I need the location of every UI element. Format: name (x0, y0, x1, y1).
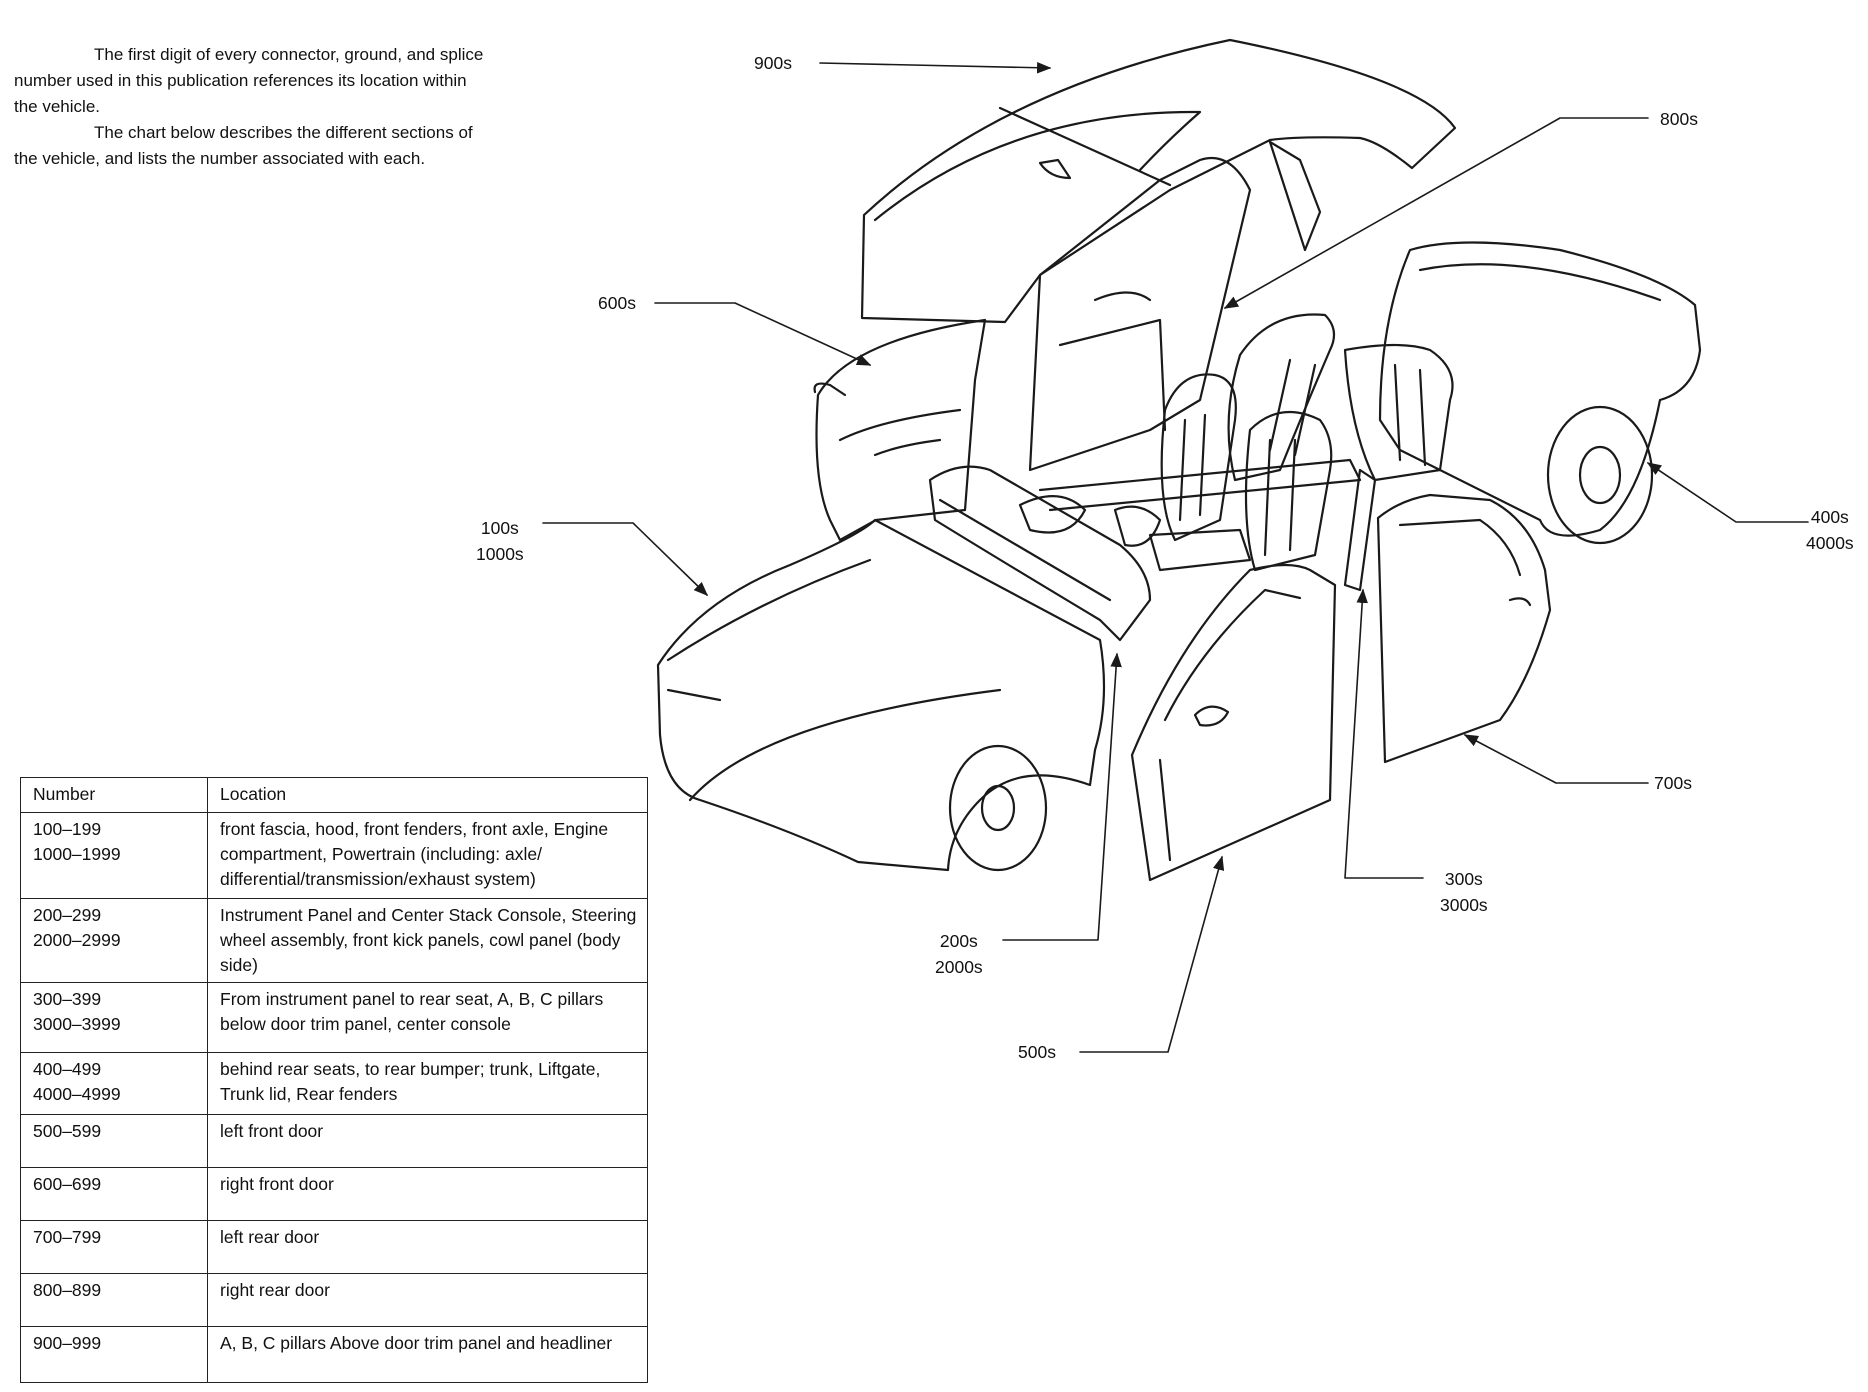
row-number: 500–599 (20, 1114, 208, 1168)
leader-600 (654, 302, 872, 366)
intro-paragraph-1: The first digit of every connector, grou… (14, 45, 484, 116)
row-number: 300–399 3000–3999 (20, 982, 208, 1053)
row-location: From instrument panel to rear seat, A, B… (207, 982, 648, 1053)
table-row: 900–999 A, B, C pillars Above door trim … (20, 1326, 648, 1383)
row-location: Instrument Panel and Center Stack Consol… (207, 898, 648, 983)
leader-200 (1002, 652, 1122, 941)
rear-seats (1227, 313, 1454, 482)
leader-500 (1079, 855, 1225, 1053)
table-row: 800–899 right rear door (20, 1273, 648, 1327)
callout-800s: 800s (1660, 109, 1698, 129)
row-location: behind rear seats, to rear bumper; trunk… (207, 1052, 648, 1115)
intro-text: The first digit of every connector, grou… (14, 42, 484, 172)
callout-300s: 300s 3000s (1440, 869, 1488, 915)
row-number: 400–499 4000–4999 (20, 1052, 208, 1115)
callout-400s: 400s 4000s (1806, 507, 1854, 553)
table-row: 100–199 1000–1999 front fascia, hood, fr… (20, 812, 648, 899)
callout-500s: 500s (1018, 1042, 1056, 1062)
callout-100s: 100s 1000s (476, 518, 524, 564)
table-row: 300–399 3000–3999 From instrument panel … (20, 982, 648, 1053)
leader-300 (1344, 588, 1424, 879)
row-number: 800–899 (20, 1273, 208, 1327)
table-row: 600–699 right front door (20, 1167, 648, 1221)
right-rear-door (1028, 140, 1322, 472)
table-header-row: Number Location (20, 777, 648, 813)
table-row: 700–799 left rear door (20, 1220, 648, 1274)
row-number: 100–199 1000–1999 (20, 812, 208, 899)
callout-200s: 200s 2000s (935, 931, 983, 977)
row-location: right front door (207, 1167, 648, 1221)
row-number: 700–799 (20, 1220, 208, 1274)
roof-panel (860, 38, 1457, 324)
column-header-location: Location (207, 777, 648, 813)
front-body-section (656, 518, 1106, 872)
row-number: 900–999 (20, 1326, 208, 1383)
callout-700s: 700s (1654, 773, 1692, 793)
leader-100 (542, 522, 709, 597)
front-seats (1148, 373, 1333, 572)
intro-paragraph-2: The chart below describes the different … (14, 123, 473, 168)
leader-700 (1463, 734, 1649, 784)
table-row: 400–499 4000–4999 behind rear seats, to … (20, 1052, 648, 1115)
column-header-number: Number (20, 777, 208, 813)
right-front-door (813, 318, 987, 542)
rear-body-section (1378, 241, 1702, 545)
left-front-door (1130, 563, 1337, 882)
callout-900s: 900s (754, 53, 792, 73)
row-location: A, B, C pillars Above door trim panel an… (207, 1326, 648, 1383)
instrument-panel (928, 458, 1362, 642)
left-rear-door (1376, 493, 1552, 764)
leader-800 (1223, 117, 1649, 309)
row-location: right rear door (207, 1273, 648, 1327)
callout-leader-lines (542, 61, 1809, 1053)
callout-600s: 600s (598, 293, 636, 313)
table-row: 200–299 2000–2999 Instrument Panel and C… (20, 898, 648, 983)
b-pillar (1343, 468, 1377, 592)
leader-400 (1646, 462, 1809, 523)
leader-900 (819, 61, 1052, 74)
location-table: Number Location 100–199 1000–1999 front … (20, 777, 648, 1383)
